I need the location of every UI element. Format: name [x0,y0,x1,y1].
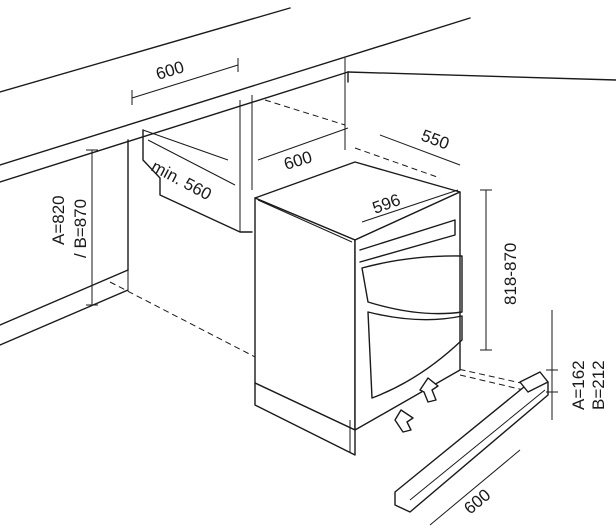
plinth-height-b-label: B=212 [589,360,608,410]
appliance-depth-top-label: 600 [282,147,315,173]
left-cabinet [0,139,129,346]
niche-min-width-label: min. 560 [148,157,214,204]
arrow-icon [419,377,439,403]
dimension-lines [86,58,558,526]
plinth-height-a-label: A=162 [569,360,588,410]
plinth-width-label: 600 [460,485,494,518]
plinth [394,371,549,513]
appliance-height-label: 818-870 [501,243,520,305]
appliance-depth-label: 550 [419,126,452,154]
worktop-height-b-label: / B=870 [71,199,90,258]
arrow-icon [394,409,414,433]
appliance [254,161,463,456]
niche [142,95,253,233]
niche-width-label: 600 [154,57,187,83]
worktop-height-a-label: A=820 [49,195,68,245]
worktop [0,7,616,183]
